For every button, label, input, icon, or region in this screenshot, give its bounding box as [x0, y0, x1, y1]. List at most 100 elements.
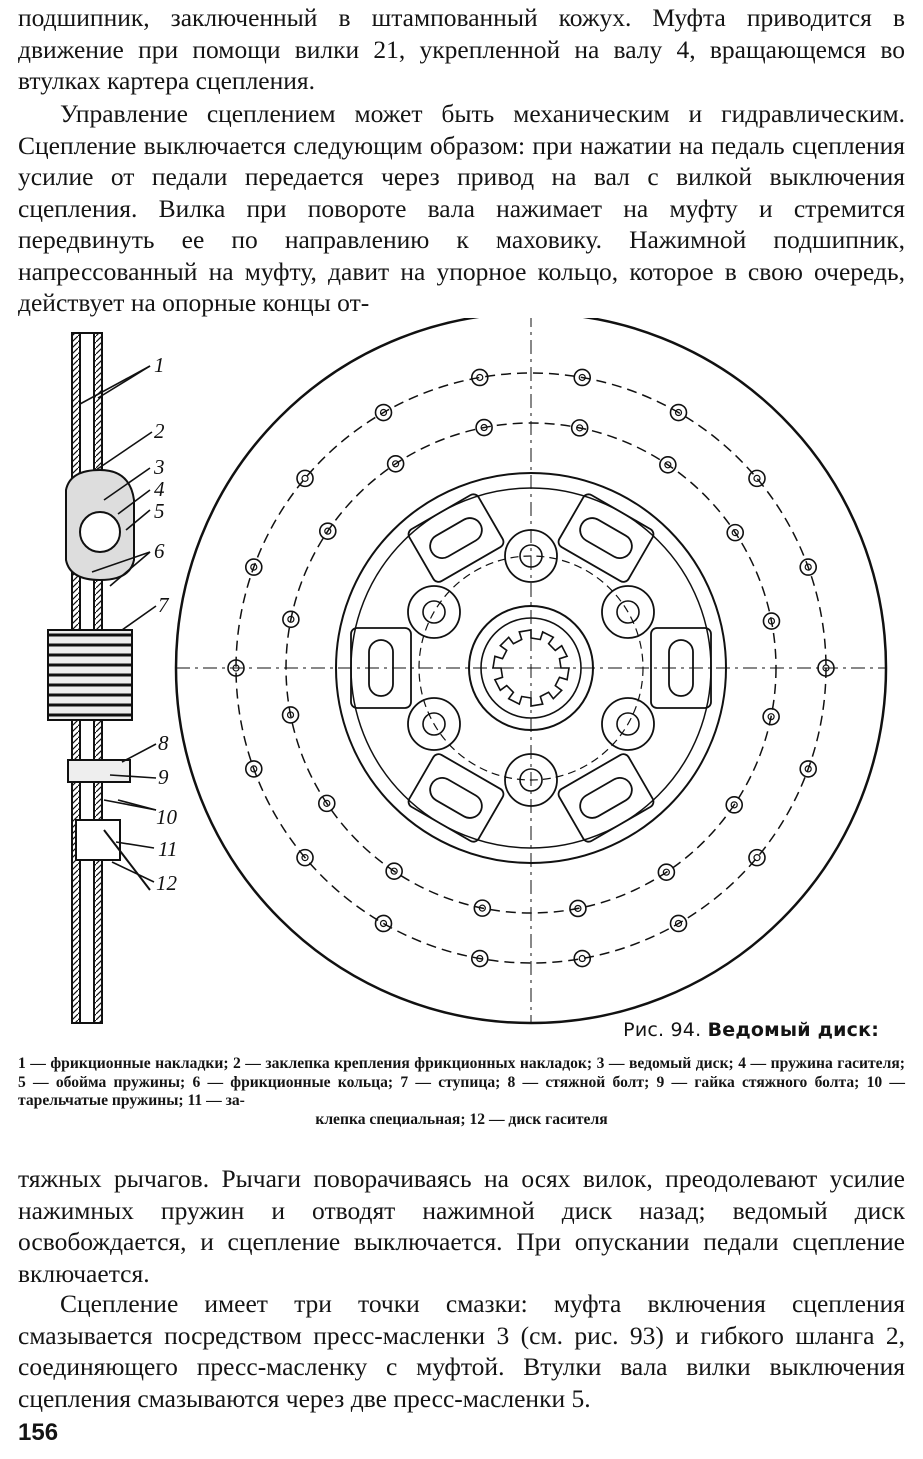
bolt-boss	[504, 529, 558, 583]
rivet-core	[730, 801, 738, 809]
damper-spring	[368, 639, 394, 697]
rivet	[374, 914, 393, 933]
spring-window	[557, 493, 655, 583]
rivet	[473, 899, 492, 917]
rivet	[657, 863, 676, 882]
legend-main: 1 — фрикционные накладки; 2 — заклепка к…	[18, 1055, 905, 1109]
rivet-core	[822, 664, 830, 672]
bolt-boss	[601, 585, 655, 639]
rivet-core	[478, 904, 486, 912]
callout-6: 6	[154, 539, 165, 563]
callout-1: 1	[154, 353, 165, 377]
hub-splines	[492, 629, 570, 707]
rivet-core	[476, 954, 484, 963]
rivet	[317, 794, 336, 813]
callout-11: 11	[158, 837, 177, 861]
rivet-core	[287, 615, 295, 623]
rivet-core	[731, 529, 739, 537]
spring-window	[650, 627, 712, 709]
rivet	[475, 418, 493, 437]
damper-spring	[579, 777, 633, 819]
paragraph-3: тяжных рычагов. Рычаги поворачиваясь на …	[18, 1164, 905, 1288]
rivet	[470, 368, 489, 387]
rivet-core	[480, 423, 488, 432]
rivet-core	[674, 919, 683, 928]
spring-window	[407, 753, 505, 843]
bolt-boss	[407, 585, 461, 639]
callout-2: 2	[154, 419, 165, 443]
rivet	[726, 523, 745, 542]
callout-12: 12	[156, 871, 178, 895]
rivet-core	[232, 664, 240, 672]
rivet	[762, 612, 781, 630]
callout-leaders	[79, 365, 157, 883]
paragraph-2: Управление сцеплением может быть механич…	[18, 99, 905, 317]
callout-8: 8	[158, 731, 169, 755]
rivet-core	[767, 617, 776, 625]
rivet	[725, 796, 744, 814]
damper-spring	[429, 777, 483, 819]
legend-last-line: клепка специальная; 12 — диск гасителя	[315, 1110, 608, 1128]
rivet-core	[804, 563, 812, 571]
paragraph-4: Сцепление имеет три точки смазки: муфта …	[18, 1289, 905, 1413]
rivet	[374, 403, 393, 422]
front-view-disc	[174, 318, 888, 1025]
rivet	[659, 455, 677, 474]
rivet	[386, 454, 405, 473]
spring-window	[407, 493, 505, 583]
spring-window	[350, 627, 412, 709]
rivet-core	[390, 867, 398, 875]
callout-4: 4	[154, 477, 165, 501]
rivet-core	[804, 765, 812, 773]
rivet	[296, 848, 314, 867]
figure-number: Рис. 94.	[623, 1019, 702, 1041]
rivet	[244, 558, 263, 576]
rivet	[470, 949, 489, 968]
callout-7: 7	[158, 593, 170, 617]
rivet-core	[301, 854, 309, 862]
bolt-nut	[616, 712, 640, 736]
bolt-boss	[504, 753, 558, 807]
callout-5: 5	[154, 499, 165, 523]
rivet-core	[286, 711, 295, 719]
rivet	[318, 522, 337, 540]
bolt-nut	[519, 544, 543, 568]
rivet-core	[323, 799, 331, 807]
rivet-core	[753, 474, 761, 482]
rivet	[817, 659, 835, 677]
callout-9: 9	[158, 765, 169, 789]
rivet	[748, 848, 766, 867]
damper-spring	[429, 517, 483, 559]
callout-3: 3	[153, 455, 165, 479]
rivet-core	[574, 904, 582, 913]
hub-collar	[480, 617, 582, 719]
bolt-boss	[601, 697, 655, 751]
rivet-core	[767, 713, 775, 721]
rivet-core	[250, 563, 258, 571]
bolt-boss	[407, 697, 461, 751]
rivet	[227, 659, 245, 677]
rivet-core	[324, 527, 332, 535]
bolt-nut	[519, 768, 543, 792]
damper-spring	[668, 639, 694, 697]
callout-10: 10	[156, 805, 178, 829]
rivet	[669, 403, 688, 422]
rivet	[282, 610, 300, 629]
bolt-nut	[422, 712, 446, 736]
rivet	[762, 707, 780, 726]
figure-title: Ведомый диск:	[707, 1019, 879, 1041]
page-number: 156	[18, 1419, 59, 1446]
figure-caption: Рис. 94. Ведомый диск:	[623, 1019, 879, 1041]
hub-outer	[468, 605, 594, 731]
rivet	[244, 760, 263, 778]
bolt-nut	[422, 600, 446, 624]
rivet-core	[578, 373, 586, 382]
rivet	[569, 899, 587, 918]
rivet-core	[379, 408, 388, 417]
rivet-core	[379, 919, 388, 928]
rivet	[570, 419, 589, 437]
rivet	[385, 862, 403, 881]
damper-spring	[579, 517, 633, 559]
rivet-core	[662, 868, 670, 876]
rivet-core	[576, 424, 584, 432]
